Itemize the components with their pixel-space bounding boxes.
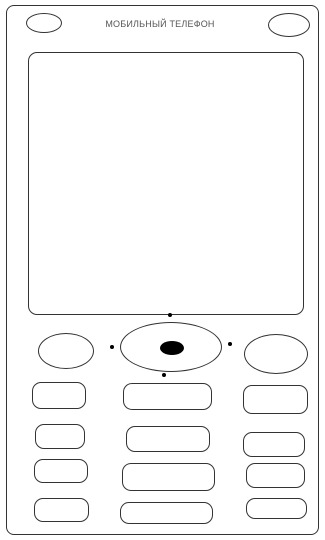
nav-down-indicator bbox=[162, 373, 166, 377]
nav-left-indicator bbox=[110, 345, 114, 349]
keypad-key-0[interactable] bbox=[120, 502, 213, 524]
keypad-key-hash[interactable] bbox=[246, 498, 307, 519]
keypad-key-4[interactable] bbox=[35, 424, 85, 449]
right-soft-key[interactable] bbox=[244, 334, 308, 374]
nav-right-indicator bbox=[228, 342, 232, 346]
keypad-key-3[interactable] bbox=[243, 385, 308, 414]
display-screen bbox=[28, 52, 304, 315]
keypad-key-star[interactable] bbox=[34, 498, 89, 522]
navigation-center-button[interactable] bbox=[160, 341, 184, 355]
keypad-key-2[interactable] bbox=[123, 383, 212, 410]
earpiece-right bbox=[268, 13, 310, 37]
phone-title: МОБИЛЬНЫЙ ТЕЛЕФОН bbox=[70, 16, 250, 32]
keypad-key-9[interactable] bbox=[246, 463, 305, 488]
keypad-key-5[interactable] bbox=[126, 426, 210, 452]
left-soft-key[interactable] bbox=[38, 333, 94, 369]
earpiece-left bbox=[26, 13, 62, 33]
nav-up-indicator bbox=[168, 313, 172, 317]
keypad-key-8[interactable] bbox=[122, 463, 215, 491]
keypad-key-1[interactable] bbox=[32, 382, 86, 409]
keypad-key-7[interactable] bbox=[34, 459, 88, 483]
keypad-key-6[interactable] bbox=[243, 432, 305, 457]
